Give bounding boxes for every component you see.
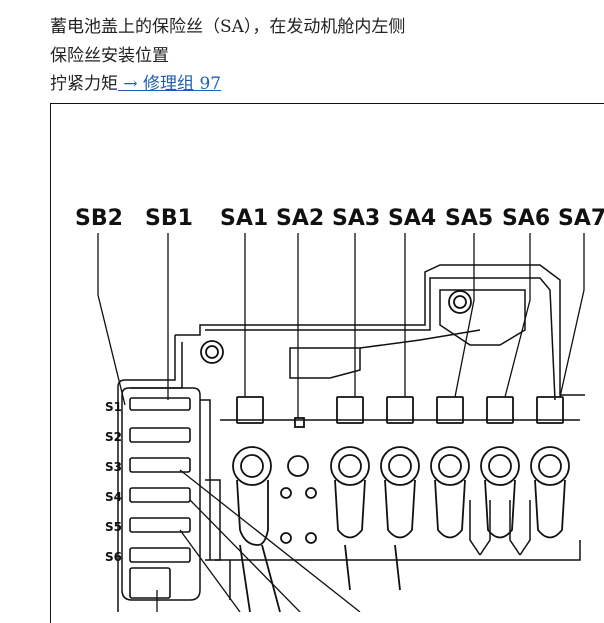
label-sb1: SB1: [145, 206, 193, 231]
label-s3: S3: [105, 460, 122, 474]
torque-label: 拧紧力矩: [50, 74, 118, 94]
label-sb2: SB2: [75, 206, 123, 231]
label-s6: S6: [105, 550, 122, 564]
label-sa6: SA6: [502, 206, 550, 231]
label-sa7: SA7: [558, 206, 604, 231]
label-s4: S4: [105, 490, 122, 504]
label-sa2: SA2: [276, 206, 324, 231]
label-s5: S5: [105, 520, 122, 534]
label-s1: S1: [105, 400, 122, 414]
label-sa4: SA4: [388, 206, 436, 231]
diagram-frame: [50, 103, 604, 623]
description-line: 蓄电池盖上的保险丝（SA），在发动机舱内左侧: [50, 17, 406, 37]
torque-line: 拧紧力矩 → 修理组 97: [50, 73, 221, 95]
label-sa3: SA3: [332, 206, 380, 231]
repair-group-link[interactable]: → 修理组 97: [118, 74, 222, 94]
label-s2: S2: [105, 430, 122, 444]
label-sa5: SA5: [445, 206, 493, 231]
fuse-location-line: 保险丝安装位置: [50, 46, 169, 66]
label-sa1: SA1: [220, 206, 268, 231]
